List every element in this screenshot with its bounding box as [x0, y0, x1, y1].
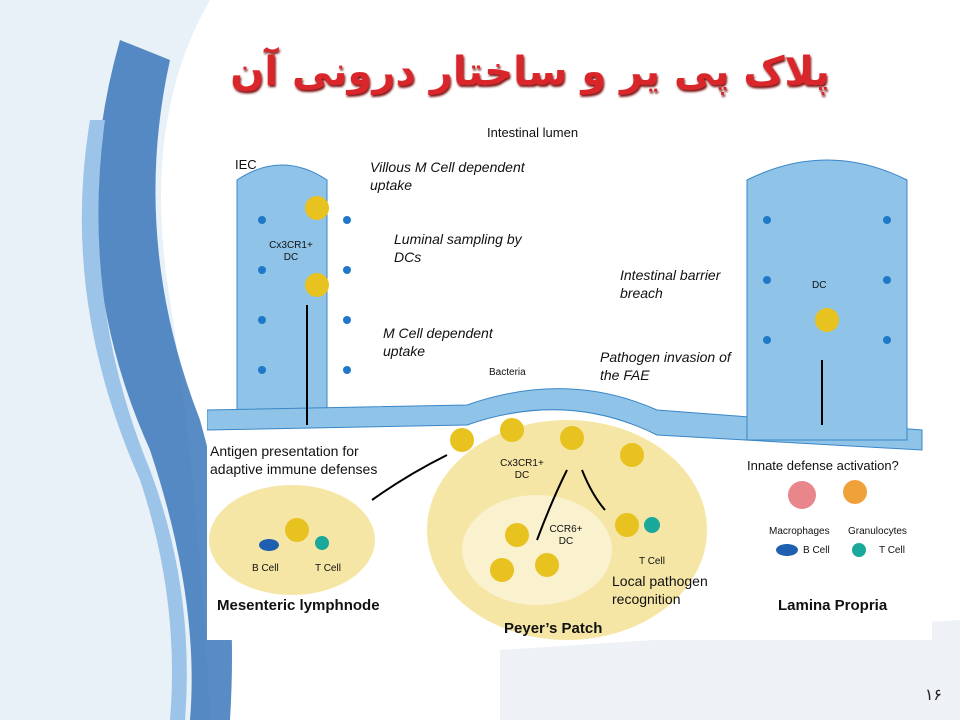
innate-defense-label: Innate defense activation? — [747, 458, 899, 473]
page-number: ۱۶ — [924, 685, 942, 704]
bacteria-label: Bacteria — [489, 367, 526, 378]
antigen-presentation-label: Antigen presentation for adaptive immune… — [210, 443, 378, 477]
m-cell-uptake-label: M Cell dependent uptake — [383, 325, 493, 359]
mesenteric-lymphnode-title: Mesenteric lymphnode — [217, 597, 380, 614]
peyers-patch-title: Peyer’s Patch — [504, 620, 603, 637]
macrophages-label: Macrophages — [769, 526, 830, 537]
t-cell-mln-label: T Cell — [315, 563, 341, 574]
dc-right-label: DC — [812, 280, 827, 291]
cx3cr1-dc-center-label: Cx3CR1+ DC — [500, 458, 544, 481]
cx3cr1-dc-left-label: Cx3CR1+ DC — [269, 240, 313, 263]
villous-m-cell-label: Villous M Cell dependent uptake — [370, 159, 525, 193]
b-cell-lp-label: B Cell — [803, 545, 830, 556]
right-villus — [746, 159, 908, 441]
epithelium — [206, 388, 923, 451]
peyers-patch-diagram: Intestinal lumen IEC Villous M Cell depe… — [206, 120, 932, 640]
lamina-propria-title: Lamina Propria — [778, 597, 888, 614]
intestinal-lumen-label: Intestinal lumen — [487, 125, 579, 140]
ccr6-dc-label: CCR6+ DC — [549, 524, 583, 547]
b-cell-mln-label: B Cell — [252, 563, 279, 574]
local-recognition-label: Local pathogen recognition — [612, 573, 708, 607]
slide-title: پلاک پی یر و ساختار درونی آن — [230, 49, 830, 95]
iec-label: IEC — [235, 157, 257, 172]
granulocytes-label: Granulocytes — [848, 526, 907, 537]
pathogen-invasion-label: Pathogen invasion of the FAE — [600, 349, 731, 383]
t-cell-pp-label: T Cell — [639, 556, 665, 567]
barrier-breach-label: Intestinal barrier breach — [620, 267, 721, 301]
diagram-illustration — [206, 159, 923, 640]
luminal-sampling-label: Luminal sampling by DCs — [394, 231, 522, 265]
t-cell-lp-label: T Cell — [879, 545, 905, 556]
